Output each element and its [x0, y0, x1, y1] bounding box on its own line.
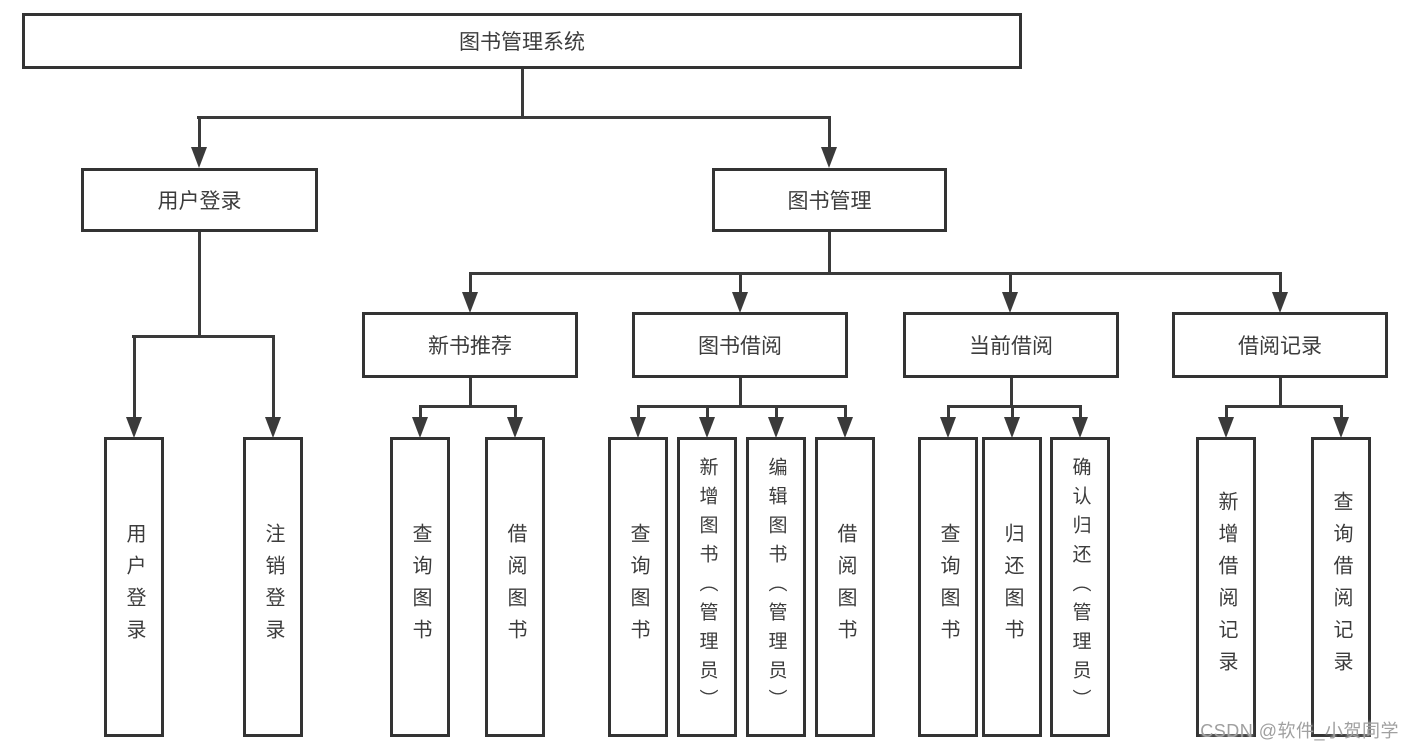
node-current-borrow-label: 当前借阅: [969, 335, 1053, 358]
arrow-down-icon: [630, 417, 646, 438]
connector-vline: [469, 378, 472, 406]
leaf-query-borrow-record-label: 查询借阅记录: [1330, 491, 1352, 683]
connector-vline: [828, 116, 831, 150]
arrow-down-icon: [126, 417, 142, 438]
node-book-management: 图书管理: [712, 168, 947, 232]
connector-vline: [739, 272, 742, 295]
leaf-borrow-books-recommend: 借阅图书: [485, 437, 545, 737]
node-user-login-label: 用户登录: [157, 190, 242, 213]
leaf-query-books-current-label: 查询图书: [937, 523, 959, 651]
arrow-down-icon: [265, 417, 281, 438]
node-borrow-records: 借阅记录: [1172, 312, 1388, 378]
leaf-confirm-return-admin-label: 确认归还（管理员）: [1069, 456, 1091, 718]
leaf-query-books-recommend: 查询图书: [390, 437, 450, 737]
connector-hline: [197, 116, 830, 119]
leaf-query-borrow-record: 查询借阅记录: [1311, 437, 1371, 737]
connector-vline: [739, 378, 742, 406]
node-user-login: 用户登录: [81, 168, 318, 232]
leaf-query-books-current: 查询图书: [918, 437, 978, 737]
connector-vline: [1279, 378, 1282, 406]
connector-vline: [514, 405, 517, 421]
node-root-label: 图书管理系统: [459, 31, 585, 54]
leaf-return-books: 归还图书: [982, 437, 1042, 737]
node-root: 图书管理系统: [22, 13, 1022, 69]
connector-vline: [1079, 405, 1082, 421]
connector-hline: [947, 405, 1082, 408]
connector-vline: [133, 335, 136, 419]
connector-vline: [1340, 405, 1343, 421]
node-borrow-records-label: 借阅记录: [1238, 335, 1322, 358]
leaf-user-login-label: 用户登录: [123, 523, 145, 651]
arrow-down-icon: [507, 417, 523, 438]
leaf-query-books-recommend-label: 查询图书: [409, 523, 431, 651]
connector-vline: [1011, 405, 1014, 421]
arrow-down-icon: [732, 292, 748, 313]
leaf-logout-label: 注销登录: [262, 523, 284, 651]
arrow-down-icon: [821, 147, 837, 168]
watermark: CSDN @软件_小贺同学: [1200, 721, 1399, 741]
node-new-book-recommend: 新书推荐: [362, 312, 578, 378]
arrow-down-icon: [768, 417, 784, 438]
leaf-confirm-return-admin: 确认归还（管理员）: [1050, 437, 1110, 737]
connector-vline: [1009, 272, 1012, 295]
leaf-add-borrow-record-label: 新增借阅记录: [1215, 491, 1237, 683]
leaf-edit-book-admin-label: 编辑图书（管理员）: [765, 456, 787, 718]
node-current-borrow: 当前借阅: [903, 312, 1119, 378]
connector-hline: [469, 272, 1282, 275]
connector-hline: [637, 405, 847, 408]
connector-hline: [419, 405, 517, 408]
arrow-down-icon: [1333, 417, 1349, 438]
connector-vline: [828, 232, 831, 273]
connector-hline: [132, 335, 275, 338]
arrow-down-icon: [412, 417, 428, 438]
arrow-down-icon: [1072, 417, 1088, 438]
node-book-borrow: 图书借阅: [632, 312, 848, 378]
connector-vline: [1225, 405, 1228, 421]
connector-vline: [198, 232, 201, 336]
connector-vline: [844, 405, 847, 421]
leaf-logout: 注销登录: [243, 437, 303, 737]
arrow-down-icon: [462, 292, 478, 313]
connector-vline: [637, 405, 640, 421]
connector-vline: [521, 69, 524, 117]
leaf-query-books-borrow: 查询图书: [608, 437, 668, 737]
arrow-down-icon: [1218, 417, 1234, 438]
connector-vline: [706, 405, 709, 421]
node-book-management-label: 图书管理: [787, 190, 872, 213]
connector-hline: [1225, 405, 1342, 408]
leaf-query-books-borrow-label: 查询图书: [627, 523, 649, 651]
leaf-borrow-books-borrow-label: 借阅图书: [834, 523, 856, 651]
leaf-add-book-admin: 新增图书（管理员）: [677, 437, 737, 737]
arrow-down-icon: [1004, 417, 1020, 438]
node-new-book-recommend-label: 新书推荐: [428, 335, 512, 358]
leaf-user-login: 用户登录: [104, 437, 164, 737]
leaf-add-book-admin-label: 新增图书（管理员）: [696, 456, 718, 718]
connector-vline: [947, 405, 950, 421]
arrow-down-icon: [191, 147, 207, 168]
connector-vline: [419, 405, 422, 421]
arrow-down-icon: [940, 417, 956, 438]
node-book-borrow-label: 图书借阅: [698, 335, 782, 358]
arrow-down-icon: [699, 417, 715, 438]
leaf-borrow-books-borrow: 借阅图书: [815, 437, 875, 737]
leaf-borrow-books-recommend-label: 借阅图书: [504, 523, 526, 651]
leaf-edit-book-admin: 编辑图书（管理员）: [746, 437, 806, 737]
arrow-down-icon: [1002, 292, 1018, 313]
leaf-return-books-label: 归还图书: [1001, 523, 1023, 651]
connector-vline: [1010, 378, 1013, 406]
arrow-down-icon: [1272, 292, 1288, 313]
connector-vline: [198, 116, 201, 150]
connector-vline: [469, 272, 472, 295]
arrow-down-icon: [837, 417, 853, 438]
connector-vline: [775, 405, 778, 421]
connector-vline: [1279, 272, 1282, 295]
connector-vline: [272, 335, 275, 419]
leaf-add-borrow-record: 新增借阅记录: [1196, 437, 1256, 737]
